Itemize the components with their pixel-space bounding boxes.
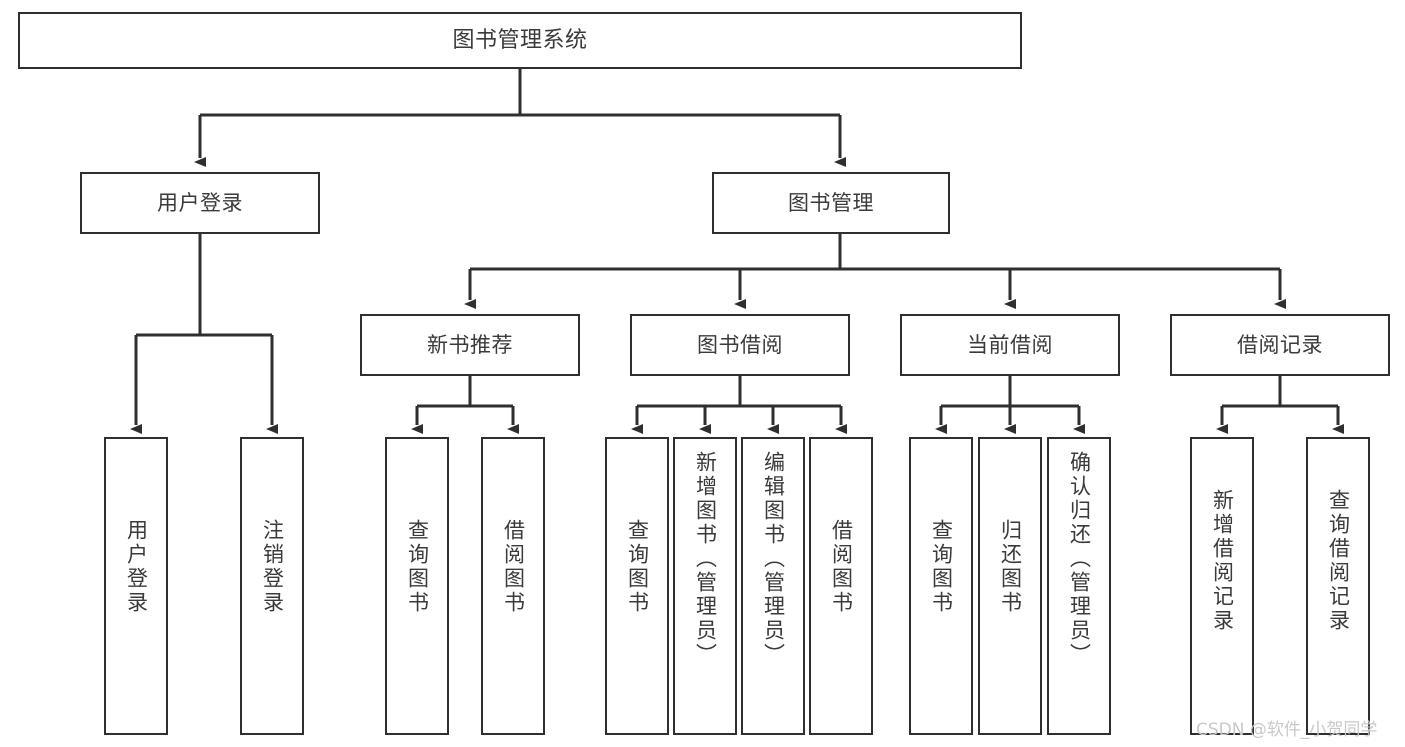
leaf-user-login[interactable]: 用户登录 (104, 437, 168, 735)
node-book-management[interactable]: 图书管理 (712, 172, 950, 234)
node-label: 新书推荐 (427, 332, 513, 357)
node-root-book-management-system[interactable]: 图书管理系统 (18, 12, 1022, 69)
node-user-login[interactable]: 用户登录 (80, 172, 320, 234)
leaf-borrow-book-recommend[interactable]: 借阅图书 (481, 437, 545, 735)
leaf-query-book-current[interactable]: 查询图书 (909, 437, 973, 735)
leaf-return-book[interactable]: 归还图书 (978, 437, 1042, 735)
node-label: 图书管理 (788, 190, 874, 215)
leaf-add-borrow-record[interactable]: 新增借阅记录 (1190, 437, 1254, 735)
leaf-logout[interactable]: 注销登录 (240, 437, 304, 735)
node-label: 新增图书（管理员） (693, 451, 718, 667)
csdn-watermark: CSDN @软件_小贺同学 (1196, 720, 1378, 740)
leaf-query-book-recommend[interactable]: 查询图书 (385, 437, 449, 735)
node-borrow-record[interactable]: 借阅记录 (1170, 314, 1390, 376)
node-label: 查询借阅记录 (1326, 489, 1351, 633)
leaf-query-borrow-record[interactable]: 查询借阅记录 (1306, 437, 1370, 735)
node-label: 借阅图书 (501, 519, 526, 615)
node-new-book-recommend[interactable]: 新书推荐 (360, 314, 580, 376)
leaf-edit-book-admin[interactable]: 编辑图书（管理员） (741, 437, 805, 735)
node-label: 编辑图书（管理员） (761, 451, 786, 667)
node-label: 查询图书 (625, 519, 650, 615)
node-book-borrow[interactable]: 图书借阅 (630, 314, 850, 376)
node-current-borrow[interactable]: 当前借阅 (900, 314, 1120, 376)
leaf-query-book-borrow[interactable]: 查询图书 (605, 437, 669, 735)
node-label: 借阅记录 (1237, 332, 1323, 357)
node-label: 图书管理系统 (452, 27, 588, 53)
node-label: 图书借阅 (697, 332, 783, 357)
node-label: 新增借阅记录 (1210, 489, 1235, 633)
node-label: 确认归还（管理员） (1067, 451, 1092, 667)
node-label: 查询图书 (405, 519, 430, 615)
node-label: 归还图书 (998, 519, 1023, 615)
leaf-borrow-book[interactable]: 借阅图书 (809, 437, 873, 735)
node-label: 用户登录 (124, 519, 149, 615)
leaf-add-book-admin[interactable]: 新增图书（管理员） (673, 437, 737, 735)
node-label: 用户登录 (157, 190, 243, 215)
node-label: 借阅图书 (829, 519, 854, 615)
node-label: 当前借阅 (967, 332, 1053, 357)
node-label: 查询图书 (929, 519, 954, 615)
node-label: 注销登录 (260, 519, 285, 615)
leaf-confirm-return-admin[interactable]: 确认归还（管理员） (1047, 437, 1111, 735)
